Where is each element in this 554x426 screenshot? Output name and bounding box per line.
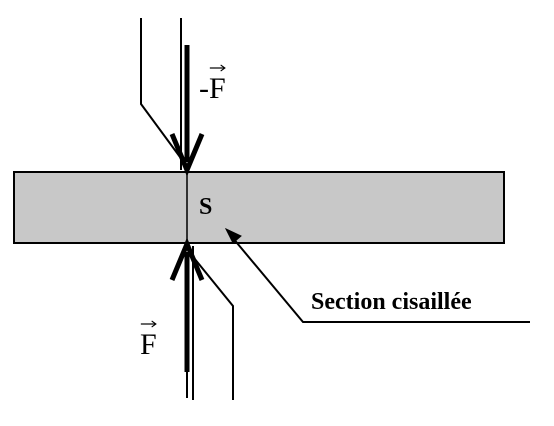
section-leader-line	[231, 236, 530, 323]
section-caption-label: Section cisaillée	[311, 289, 472, 315]
upper-blade-outline	[140, 18, 181, 158]
vector-f-letter: F	[209, 72, 226, 105]
force-label-f: F	[140, 320, 157, 361]
vector-f-symbol: F	[140, 320, 157, 361]
force-arrow-up-head	[169, 237, 205, 281]
minus-sign: -	[199, 72, 209, 105]
vector-f-letter: F	[140, 328, 157, 361]
force-arrow-down-head	[169, 133, 205, 177]
vector-arrow-icon	[209, 64, 226, 72]
section-leader-arrowhead	[224, 227, 242, 244]
vector-arrow-icon	[140, 320, 157, 328]
plate-rectangle	[13, 171, 505, 244]
section-symbol-label: S	[199, 194, 213, 220]
lower-blade-outline	[193, 257, 234, 400]
vector-f-symbol: F	[209, 64, 226, 105]
force-label-minus-f: -F	[199, 64, 226, 105]
